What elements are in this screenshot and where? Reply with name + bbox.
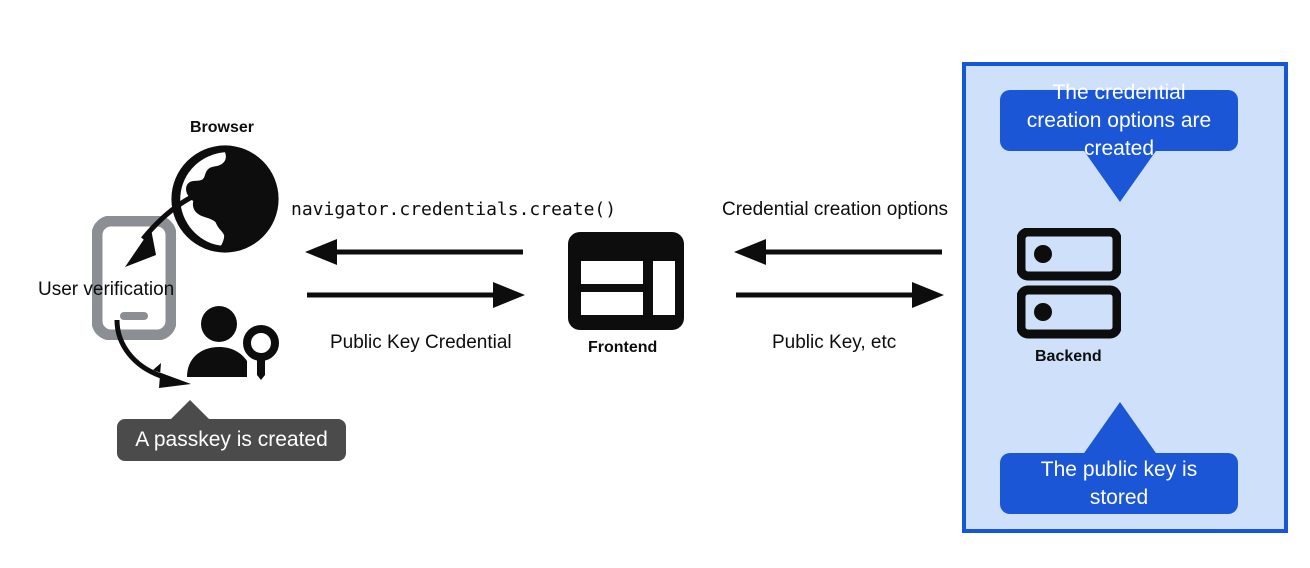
arrow-frontend-to-browser: [305, 238, 525, 268]
callout-public-key-stored: The public key is stored: [1000, 453, 1238, 514]
callout-credential-options: The credential creation options are crea…: [1000, 81, 1238, 160]
callout-top-pointer: [1082, 148, 1158, 202]
tooltip-passkey-created: A passkey is created: [117, 419, 346, 461]
browser-label: Browser: [190, 119, 255, 136]
tooltip-pointer: [168, 400, 212, 422]
label-public-key-credential: Public Key Credential: [330, 332, 512, 353]
label-navigator-create: navigator.credentials.create(): [291, 199, 617, 220]
label-user-verification: User verification: [38, 279, 175, 300]
arrow-phone-to-user: [105, 318, 215, 398]
label-credential-creation-options: Credential creation options: [722, 199, 949, 220]
arrow-browser-to-phone: [95, 175, 225, 285]
globe-icon: [168, 142, 282, 256]
server-icon: [1017, 228, 1121, 340]
callout-bottom-pointer: [1082, 402, 1158, 456]
label-public-key-etc: Public Key, etc: [772, 332, 897, 353]
dashboard-icon: [567, 231, 685, 331]
backend-label: Backend: [1035, 348, 1102, 365]
arrow-browser-to-frontend: [305, 281, 525, 311]
arrow-backend-to-frontend: [734, 238, 944, 268]
mobile-phone-icon: [92, 216, 176, 340]
person-with-key-icon: [185, 305, 283, 387]
frontend-label: Frontend: [588, 339, 658, 356]
arrow-frontend-to-backend: [734, 281, 944, 311]
